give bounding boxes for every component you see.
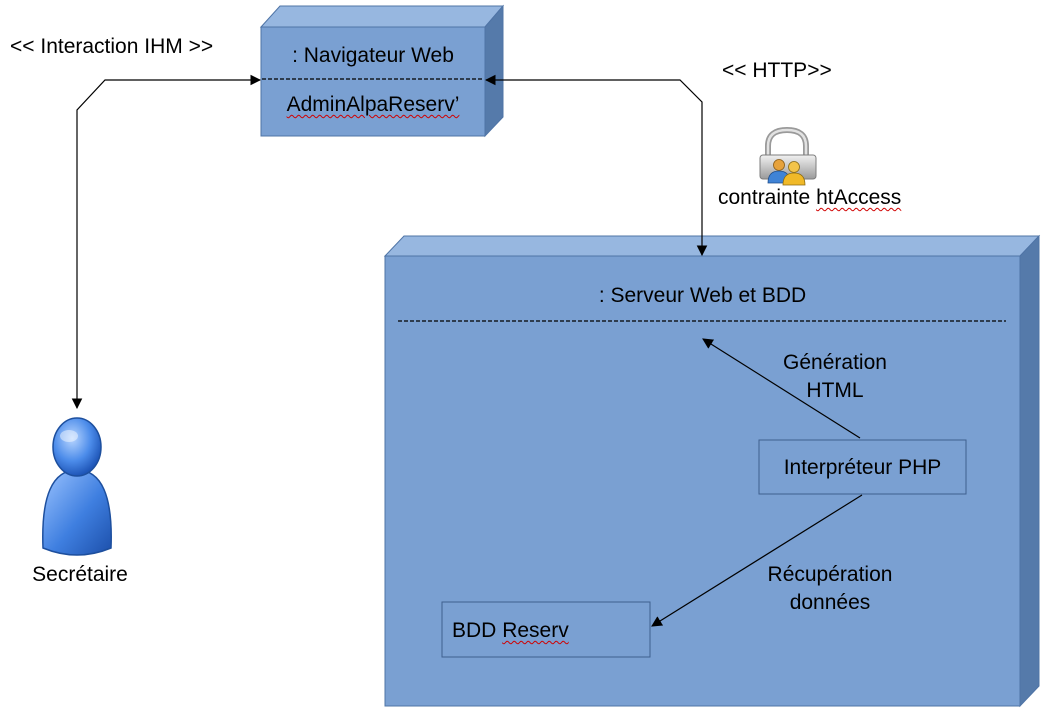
navigator-node-top bbox=[259, 5, 505, 28]
constraint-keyword: htAccess bbox=[816, 186, 902, 209]
navigator-node-side bbox=[484, 4, 504, 138]
bdd-reserv-keyword: Reserv bbox=[502, 619, 569, 642]
navigator-artifact-label: AdminAlpaReserv’ bbox=[261, 91, 485, 118]
server-title: : Serveur Web et BDD bbox=[598, 284, 807, 307]
generation-label-line2: HTML bbox=[806, 379, 864, 402]
retrieval-label-line2: données bbox=[789, 591, 871, 614]
bdd-reserv-label: BDD Reserv bbox=[452, 619, 569, 642]
generation-label-line1: Génération bbox=[783, 351, 887, 374]
generation-arrow bbox=[702, 338, 861, 439]
server-node-side bbox=[1019, 234, 1040, 708]
interaction-stereotype-label: << Interaction IHM >> bbox=[10, 35, 214, 58]
user-actor-icon bbox=[42, 417, 112, 556]
http-stereotype-label: << HTTP>> bbox=[722, 59, 832, 82]
retrieval-arrow bbox=[651, 494, 863, 627]
php-interpreter-label: Interpréteur PHP bbox=[783, 456, 942, 479]
http-connector bbox=[484, 74, 708, 257]
server-node-top bbox=[383, 235, 1041, 257]
navigator-artifact-text: AdminAlpaReserv’ bbox=[286, 93, 460, 116]
navigator-title: : Navigateur Web bbox=[292, 44, 454, 67]
bdd-reserv-component bbox=[441, 601, 651, 658]
padlock-users-icon bbox=[759, 126, 817, 186]
constraint-label: contrainte htAccess bbox=[718, 186, 902, 209]
php-interpreter-component bbox=[758, 439, 967, 495]
actor-label: Secrétaire bbox=[32, 563, 128, 586]
retrieval-label-line1: Récupération bbox=[767, 563, 893, 586]
ihm-connector bbox=[71, 74, 262, 410]
navigator-node-front bbox=[260, 26, 486, 137]
